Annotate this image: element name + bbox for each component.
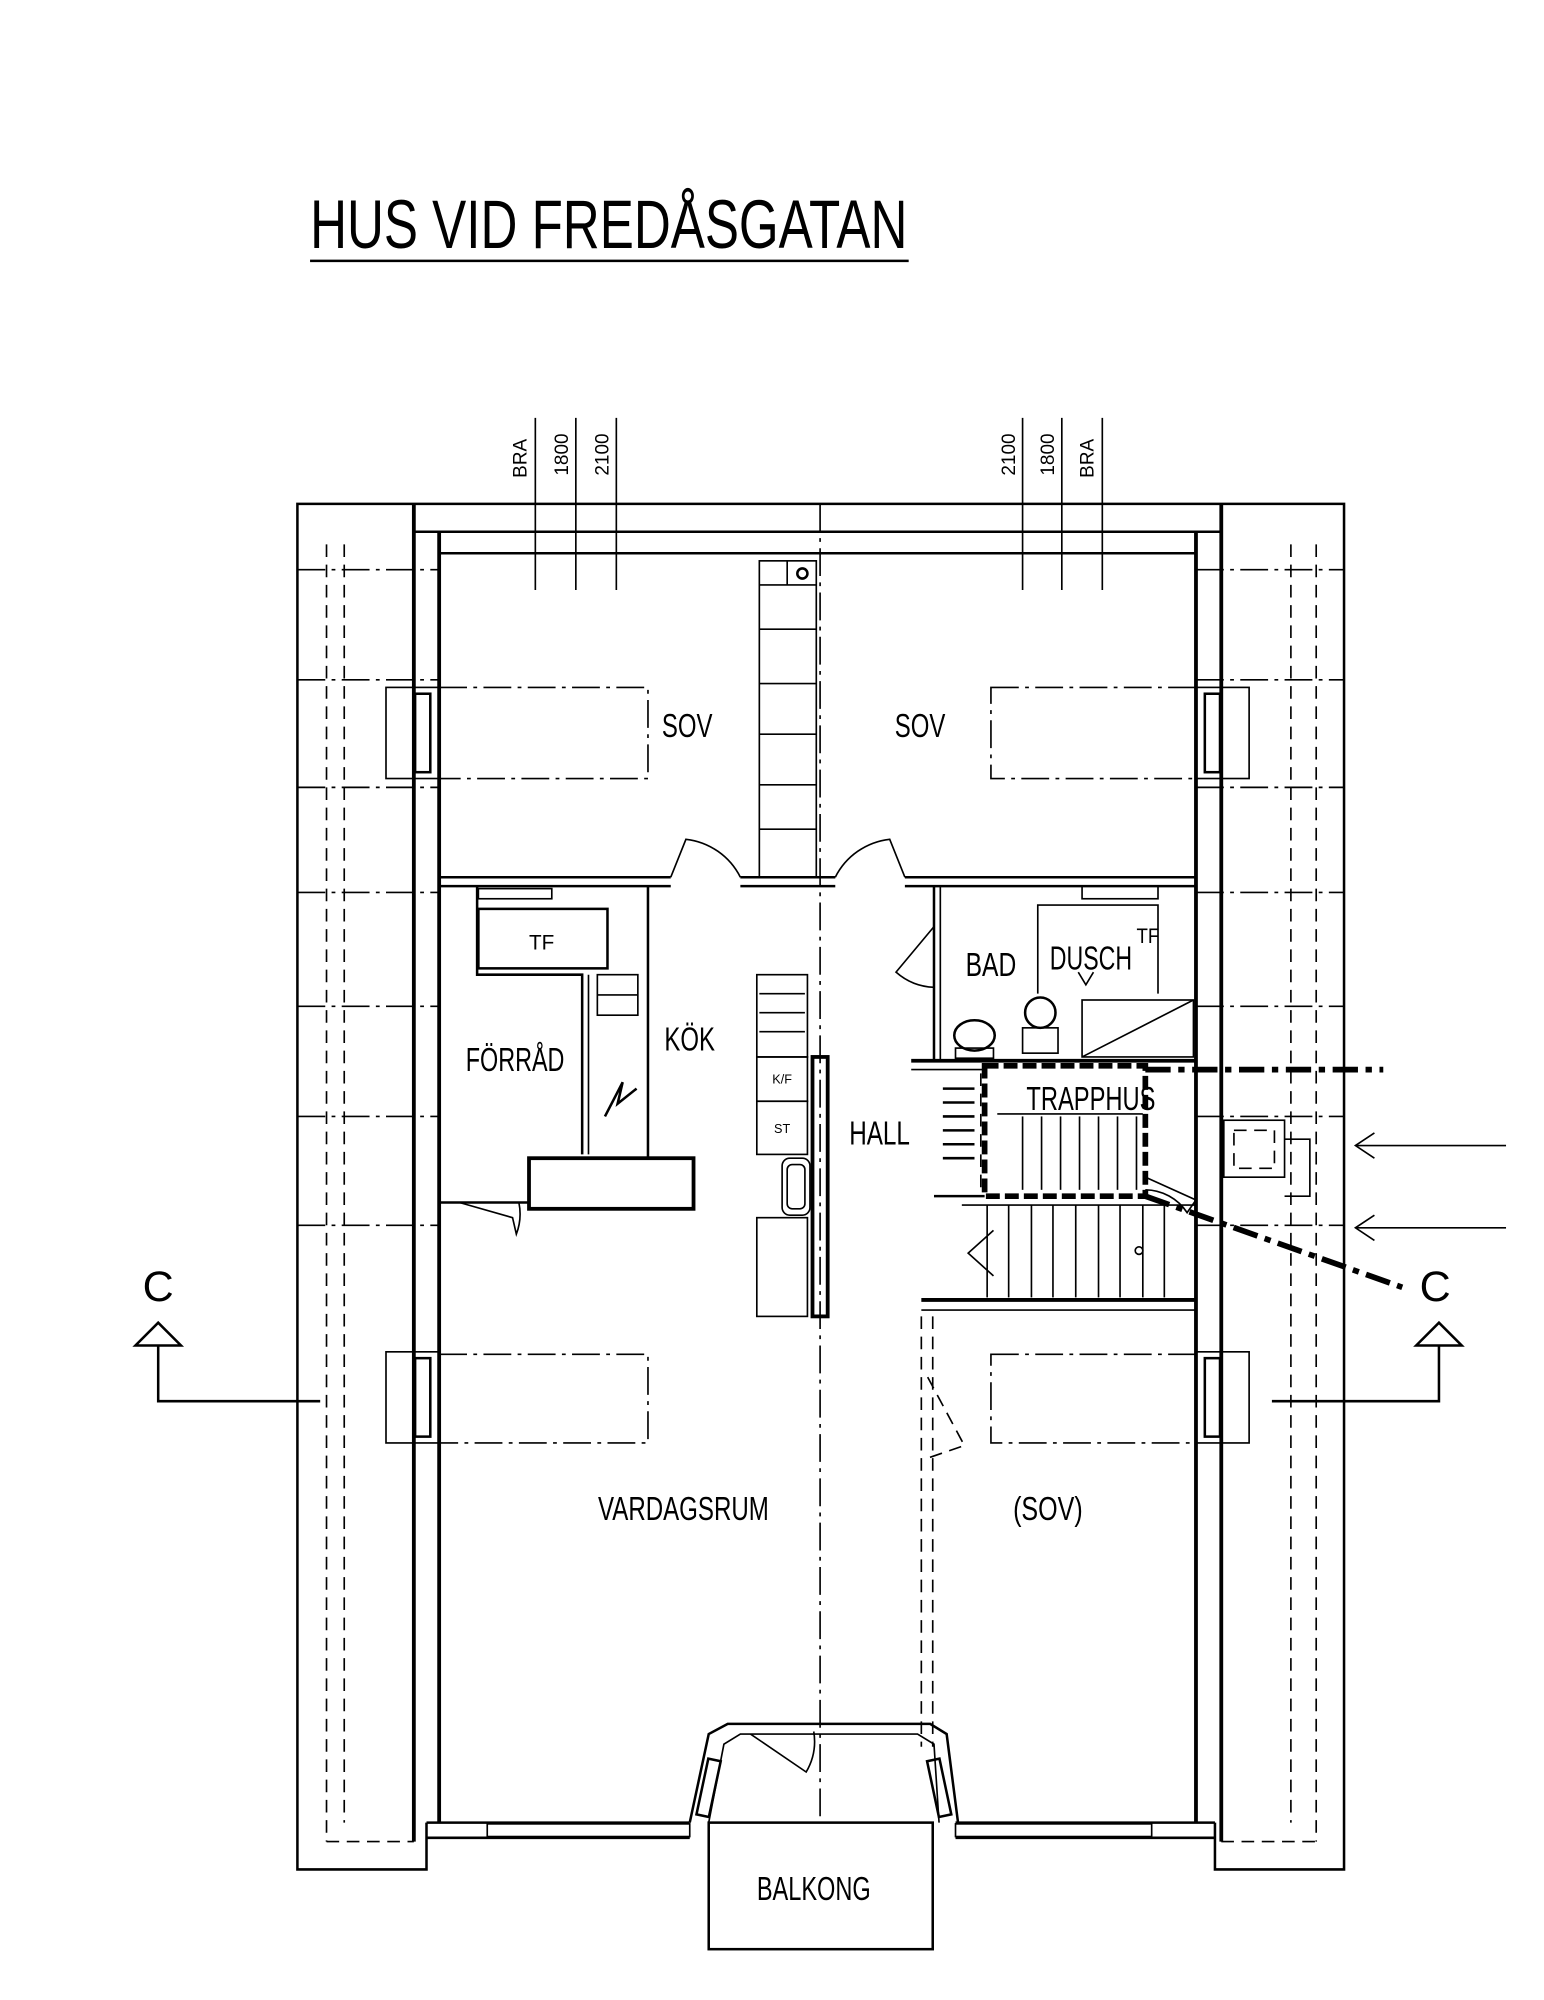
doors [459, 838, 1198, 1459]
toilet-icon [952, 1018, 997, 1052]
section-marker-label: C [143, 1263, 174, 1311]
exterior-walls [296, 502, 1346, 1871]
island-upper-cabinet [755, 973, 809, 1058]
shower-outline [1036, 904, 1159, 994]
wardrobe-fixture [796, 567, 809, 580]
roof-window [1195, 686, 1250, 780]
label-tf: TF [1136, 924, 1159, 948]
room-label-balkong: BALKONG [757, 1870, 871, 1907]
shower-drain-icon [1077, 971, 1095, 987]
roof-window-frame [413, 692, 432, 774]
laundry-box-diagonal [1081, 999, 1194, 1058]
section-triangle-icon [1413, 1320, 1465, 1347]
exterior-fixture [1222, 1119, 1311, 1197]
toilet-tank [954, 1047, 995, 1060]
title-block: HUS VID FREDÅSGATAN [310, 187, 909, 263]
chimney-flue [1284, 1138, 1311, 1197]
partition-wall-hall [810, 1055, 830, 1319]
room-label-sov: SOV [662, 707, 713, 744]
bay-inner-wall [707, 1733, 940, 1823]
section-leader-line [1271, 1345, 1441, 1403]
door-sov-right [834, 838, 906, 878]
roof-window-frame [1203, 692, 1222, 774]
chimney-inner [1233, 1129, 1276, 1170]
bay-window-right [925, 1757, 953, 1819]
skylight-outline [990, 686, 1197, 780]
dimension-label: BRA [1077, 438, 1098, 477]
kitchen-stove-symbol [603, 1081, 638, 1118]
door-balcony [750, 1731, 816, 1774]
bathroom-fixtures [952, 885, 1195, 1060]
room-label-dusch: DUSCH [1050, 940, 1132, 977]
bad-shelf [1081, 885, 1159, 900]
room-label-sov-bottom: (SOV) [1013, 1490, 1083, 1527]
door-trapphus [1145, 1176, 1198, 1215]
section-triangle-icon [132, 1320, 185, 1347]
bay-outer-wall [688, 1722, 960, 1823]
room-label-bad: BAD [966, 946, 1017, 983]
balcony [486, 1722, 1153, 1951]
washbasin-base [1021, 1027, 1059, 1054]
skylight-outline [990, 1353, 1197, 1444]
kitchen-fixtures [477, 887, 830, 1319]
skylight-outline [438, 686, 649, 780]
stair-direction-arrow-icon [966, 1229, 995, 1277]
stove-box [755, 1100, 809, 1156]
dimension-label: BRA [510, 438, 531, 477]
roof-windows [385, 686, 1250, 1444]
sink-basin [786, 1163, 806, 1210]
dimension-label: 2100 [999, 433, 1020, 475]
dimension-label: 1800 [1038, 433, 1059, 475]
entry-arrows [1353, 1132, 1507, 1242]
island-lower-cabinet [755, 1216, 809, 1318]
tf-box-forrad [477, 907, 609, 970]
arrow-left-icon [1353, 1214, 1375, 1242]
roof-window-frame [413, 1356, 432, 1438]
wardrobe [758, 560, 818, 879]
room-labels: SOV SOV TF FÖRRÅD KÖK K/F ST HALL BAD DU… [466, 707, 1160, 1907]
section-leader-line [156, 1345, 321, 1403]
section-marker-right: C [1271, 1263, 1465, 1403]
room-label-hall: HALL [849, 1114, 910, 1151]
skylight-outline [438, 1353, 649, 1444]
stair-post [1134, 1245, 1144, 1256]
door-sov-left [669, 838, 742, 878]
section-cut-lines [1144, 1066, 1404, 1290]
wall-forrad-inner [475, 886, 584, 1155]
door-sov-bottom [926, 1376, 966, 1459]
room-label-forrad: FÖRRÅD [466, 1041, 565, 1078]
kitchen-counter [527, 1156, 696, 1211]
roof-window-frame [1203, 1356, 1222, 1438]
dimension-label: 2100 [593, 433, 614, 475]
sink [781, 1157, 811, 1216]
section-marker-label: C [1420, 1263, 1451, 1311]
bay-window-left [694, 1757, 723, 1819]
window-bottom-right [954, 1823, 1153, 1838]
room-label-trapphus: TRAPPHUS [1026, 1080, 1155, 1117]
door-bad [894, 926, 935, 989]
chimney-outer [1222, 1119, 1286, 1179]
section-cut-line [1144, 1193, 1404, 1290]
label-st: ST [774, 1122, 790, 1136]
stairwell [942, 1062, 1196, 1298]
forrad-shelf [477, 887, 553, 900]
section-marker-left: C [132, 1263, 321, 1403]
arrow-left-icon [1353, 1132, 1375, 1159]
label-kf: K/F [772, 1073, 792, 1087]
dimension-label: 1800 [552, 433, 573, 475]
laundry-box [1081, 999, 1195, 1058]
label-tf: TF [529, 930, 554, 954]
plan-title: HUS VID FREDÅSGATAN [310, 187, 907, 263]
window-bottom-left [486, 1823, 691, 1838]
door-forrad [459, 1201, 521, 1237]
balcony-outline [707, 1821, 934, 1951]
room-label-vardagsrum: VARDAGSRUM [598, 1490, 769, 1527]
room-label-sov: SOV [895, 707, 946, 744]
washbasin-icon [1023, 996, 1057, 1030]
trapphus-enclosure [981, 1062, 1149, 1200]
room-label-kok: KÖK [664, 1021, 715, 1058]
